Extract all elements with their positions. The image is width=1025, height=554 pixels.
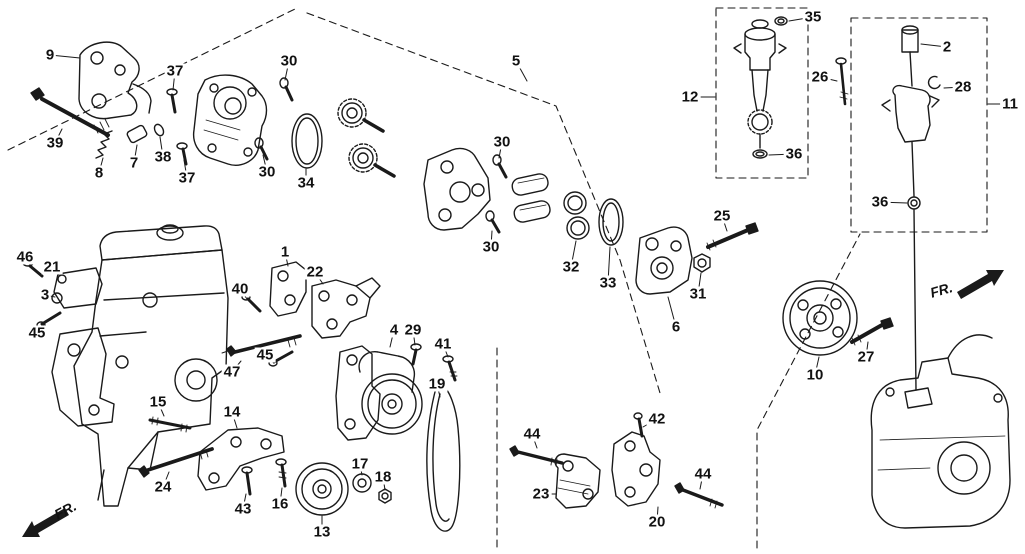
part-callout-19: 19 [426, 375, 448, 393]
part-callout-36: 36 [869, 193, 891, 211]
part-callout-40: 40 [229, 280, 251, 298]
speedometer-gear-drawing [881, 25, 941, 391]
part-callout-30: 30 [256, 163, 278, 181]
ps-pump-drawing [335, 345, 423, 441]
pump-housing-drawing [192, 74, 268, 166]
part-callout-24: 24 [152, 478, 174, 496]
bolt-39-drawing [30, 87, 110, 137]
bolt-29-drawing [410, 343, 422, 366]
v-belt-drawing [426, 385, 461, 532]
part-callout-7: 7 [127, 154, 141, 172]
part-callout-44: 44 [692, 465, 714, 483]
part-callout-28: 28 [952, 78, 974, 96]
nut-18-drawing [378, 488, 392, 504]
stud-15-drawing [148, 416, 192, 433]
bolt-27-drawing [850, 317, 894, 346]
part-callout-16: 16 [269, 495, 291, 513]
roller-bearings-drawing [511, 173, 551, 223]
bolt-16-drawing [275, 458, 287, 488]
part-callout-17: 17 [349, 455, 371, 473]
partition-lines [7, 7, 988, 549]
part-callout-12: 12 [679, 88, 701, 106]
o-rings-32-drawing [563, 191, 590, 240]
idler-pulley-13-drawing [295, 462, 349, 516]
part-callout-25: 25 [711, 207, 733, 225]
part-callout-35: 35 [802, 8, 824, 26]
part-callout-31: 31 [687, 285, 709, 303]
part-callout-41: 41 [432, 335, 454, 353]
part-callout-37: 37 [164, 62, 186, 80]
bolt-42-drawing [633, 412, 644, 438]
part-callout-15: 15 [147, 393, 169, 411]
part-callout-10: 10 [804, 366, 826, 384]
bracket-23-drawing [554, 453, 601, 509]
part-callout-6: 6 [669, 318, 683, 336]
part-callout-38: 38 [152, 148, 174, 166]
engine-mount-bolts-drawing [22, 259, 302, 367]
part-callout-20: 20 [646, 513, 668, 531]
part-callout-23: 23 [530, 485, 552, 503]
part-callout-45: 45 [254, 346, 276, 364]
part-callout-2: 2 [940, 38, 954, 56]
part-callout-43: 43 [232, 500, 254, 518]
transmission-housing-drawing [870, 334, 1011, 529]
part-callout-4: 4 [387, 321, 401, 339]
ps-pulley-drawing [782, 280, 858, 356]
bolt-44-drawings [509, 445, 724, 509]
part-callout-47: 47 [221, 363, 243, 381]
bracket-22-drawing [311, 277, 381, 339]
part-callout-1: 1 [278, 243, 292, 261]
nut-31-drawing [693, 253, 711, 273]
part-callout-33: 33 [597, 274, 619, 292]
part-callout-18: 18 [372, 468, 394, 486]
part-callout-14: 14 [221, 403, 243, 421]
fr-arrow-front-icon [957, 270, 1004, 299]
engine-block-drawing [51, 224, 229, 507]
part-callout-30: 30 [278, 52, 300, 70]
rotor-set-drawing [337, 98, 396, 178]
bracket-1-drawing [269, 261, 307, 317]
bolt-30-drawings [254, 77, 508, 234]
part-callout-34: 34 [295, 174, 317, 192]
o-ring-33-drawing [598, 198, 624, 246]
part-callout-45: 45 [26, 324, 48, 342]
part-callout-46: 46 [14, 248, 36, 266]
gasket-34-drawing [291, 113, 323, 169]
rear-bracket-drawing [423, 147, 491, 231]
part-callout-11: 11 [1000, 95, 1020, 113]
part-callout-36: 36 [783, 145, 805, 163]
washer-17-drawing [352, 473, 372, 493]
bracket-14-drawing [197, 427, 285, 491]
bolt-24-drawing [138, 447, 214, 478]
part-callout-26: 26 [809, 68, 831, 86]
part-callout-3: 3 [38, 286, 52, 304]
bracket-9-drawing [78, 41, 152, 120]
part-callout-30: 30 [480, 238, 502, 256]
part-callout-42: 42 [646, 410, 668, 428]
bracket-20-drawing [611, 431, 661, 507]
valve-parts-drawing [95, 88, 188, 166]
part-callout-29: 29 [402, 321, 424, 339]
part-callout-37: 37 [176, 169, 198, 187]
part-callout-9: 9 [43, 46, 57, 64]
part-callout-22: 22 [304, 263, 326, 281]
part-callout-44: 44 [521, 425, 543, 443]
speed-sensor-drawing [733, 16, 788, 159]
bolt-26-drawing [835, 57, 849, 106]
part-callout-30: 30 [491, 133, 513, 151]
cover-6-drawing [635, 226, 693, 295]
bolt-25-drawing [706, 222, 759, 251]
fr-arrow-rear-icon [22, 508, 69, 537]
bolt-43-drawing [241, 466, 253, 496]
part-callout-21: 21 [41, 258, 63, 276]
part-callout-8: 8 [92, 164, 106, 182]
part-callout-13: 13 [311, 523, 333, 541]
part-callout-39: 39 [44, 134, 66, 152]
part-callout-5: 5 [509, 52, 523, 70]
part-callout-27: 27 [855, 348, 877, 366]
part-callout-32: 32 [560, 258, 582, 276]
